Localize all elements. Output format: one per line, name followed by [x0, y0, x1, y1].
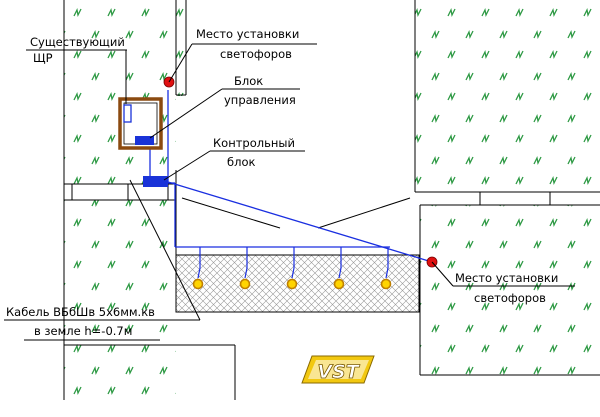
check-unit-label-line2: блок: [227, 155, 255, 169]
detector-loop: [286, 278, 298, 290]
lawn-right-bottom: [420, 205, 600, 375]
existing-panel-label-line2: ЩР: [33, 51, 53, 65]
detector-drop-line: [385, 247, 389, 279]
existing-panel-label-line1: Существующий: [30, 35, 125, 49]
vst-logo: VST: [301, 355, 375, 384]
panel-breaker: [123, 104, 132, 123]
check-unit: [143, 176, 168, 187]
cable-label-line2: в земле h=-0.7м: [34, 324, 132, 338]
detector-loop: [380, 278, 392, 290]
control-unit-label-line2: управления: [224, 93, 296, 107]
detector-drop-line: [291, 247, 295, 279]
detector-zone: [175, 254, 420, 313]
cable-routing: [149, 90, 433, 263]
detector-loop: [333, 278, 345, 290]
lawn-right-top: [415, 0, 600, 192]
detector-drop-lines: [197, 247, 389, 279]
detector-loop: [192, 278, 204, 290]
traffic-light-top-label-line1: Место установки: [196, 27, 299, 41]
induction-loop-detectors: [192, 278, 392, 290]
lawn-top-middle: [176, 0, 186, 96]
lawn-left-top: [64, 0, 176, 184]
vst-logo-text: VST: [317, 361, 360, 383]
traffic-light-right-label-line1: Место установки: [455, 271, 558, 285]
detector-drop-line: [244, 247, 248, 279]
traffic-light-top-label-line2: светофоров: [220, 47, 292, 61]
detector-drop-line: [197, 247, 201, 279]
control-unit-label-line1: Блок: [234, 74, 263, 88]
control-unit: [135, 136, 154, 145]
cable-label-line1: Кабель ВБбШв 5х6мм.кв: [6, 305, 155, 319]
detector-drop-line: [338, 247, 342, 279]
traffic-light-right-label-line2: светофоров: [474, 291, 546, 305]
lawn-left-bottom: [64, 200, 176, 400]
road-edge-lines: [63, 0, 600, 400]
check-unit-label-line1: Контрольный: [213, 136, 295, 150]
leader-lines: [4, 43, 575, 341]
detector-loop: [239, 278, 251, 290]
